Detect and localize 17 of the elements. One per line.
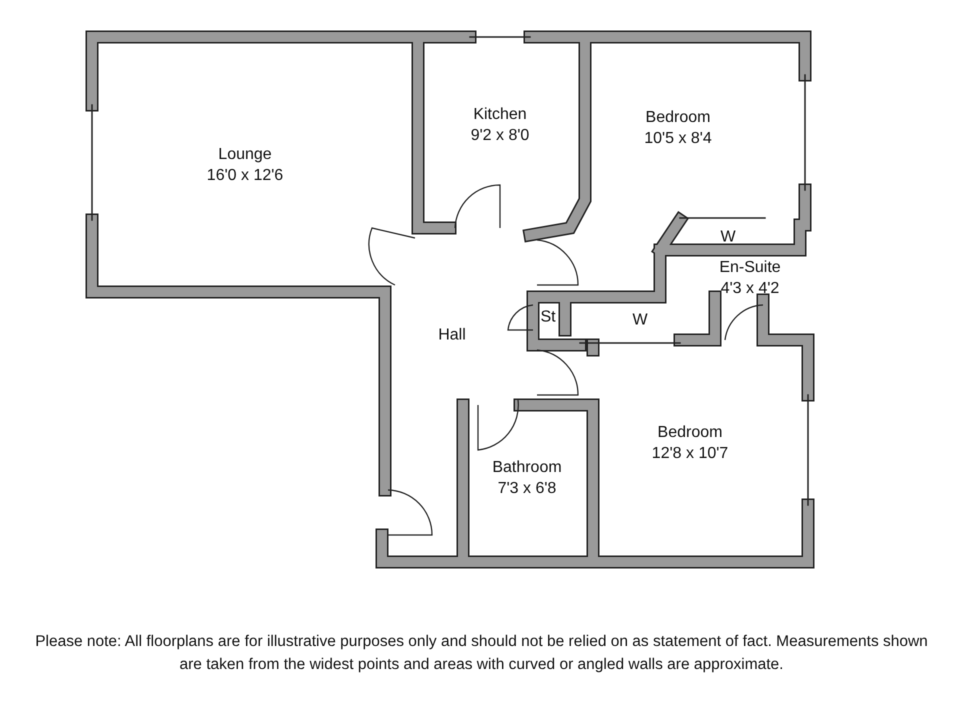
room-dimensions: 12'8 x 10'7 (652, 444, 728, 464)
room-name: Bathroom (492, 458, 562, 478)
room-name: Hall (438, 326, 466, 346)
room-dimensions: 16'0 x 12'6 (206, 166, 284, 186)
room-dimensions: 7'3 x 6'8 (496, 479, 558, 499)
room-name: Kitchen (472, 105, 528, 125)
room-dimensions: 9'2 x 8'0 (470, 126, 530, 146)
room-name: Bedroom (656, 423, 724, 443)
room-name: St (540, 308, 556, 328)
room-dimensions: 10'5 x 8'4 (644, 129, 712, 149)
room-name: W (632, 310, 648, 330)
disclaimer-note: Please note: All floorplans are for illustrative purposes only and should not be relied on as statement of fact. Measurements shown are taken from the widest points and areas with curved or angled walls are approximate. (34, 632, 929, 675)
room-name: En-Suite (719, 258, 781, 278)
room-name: Bedroom (644, 108, 712, 128)
room-dimensions: 4'3 x 4'2 (720, 279, 780, 299)
room-name: Lounge (217, 145, 273, 165)
room-name: W (720, 228, 736, 248)
